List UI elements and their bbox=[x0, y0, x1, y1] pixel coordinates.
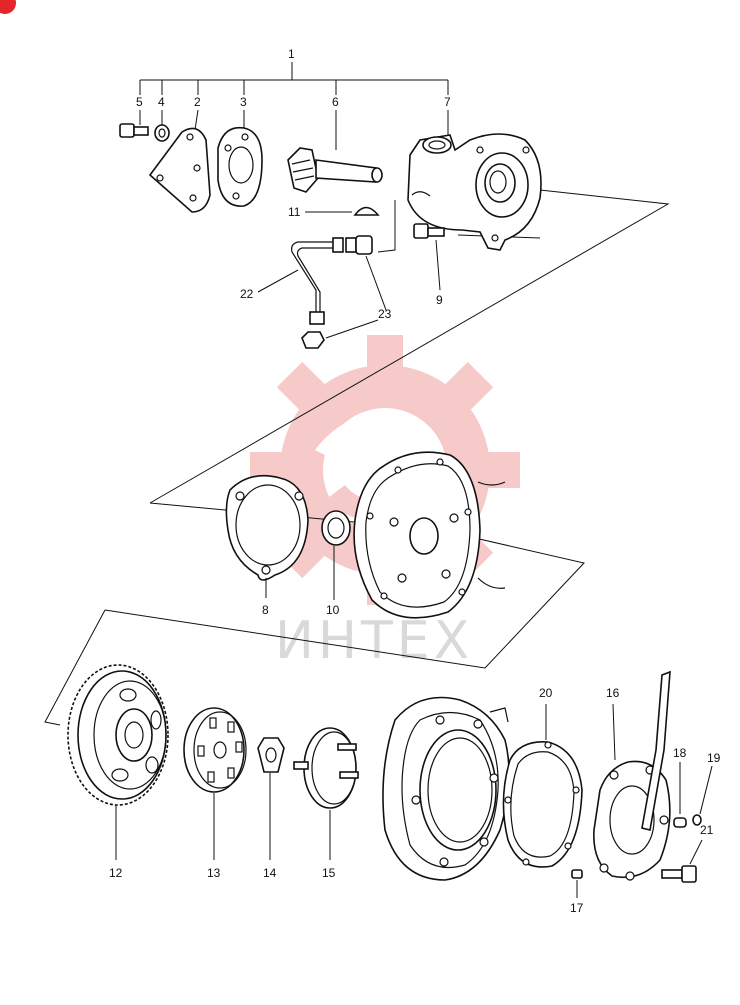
part-9-bolt bbox=[413, 223, 445, 291]
label-16: 16 bbox=[606, 686, 620, 700]
label-18: 18 bbox=[673, 746, 687, 760]
label-22: 22 bbox=[240, 287, 254, 301]
part-5-bolt bbox=[119, 123, 149, 138]
label-14: 14 bbox=[263, 866, 277, 880]
plane-outline-bottom bbox=[44, 609, 106, 726]
part-13-damper-disc bbox=[183, 707, 247, 860]
callout-labels: 1 2 3 4 5 6 7 8 9 10 11 12 13 14 15 16 1… bbox=[109, 47, 721, 915]
label-20: 20 bbox=[539, 686, 553, 700]
label-9: 9 bbox=[436, 293, 443, 307]
part-20-gasket bbox=[502, 704, 583, 868]
part-4-washer bbox=[154, 124, 170, 142]
label-1: 1 bbox=[288, 47, 295, 61]
part-19-o-ring bbox=[692, 765, 713, 826]
label-6: 6 bbox=[332, 95, 339, 109]
part-2-cover-plate bbox=[148, 127, 211, 213]
label-11: 11 bbox=[288, 205, 301, 219]
label-10: 10 bbox=[326, 603, 340, 617]
corner-badge bbox=[0, 0, 16, 14]
label-13: 13 bbox=[207, 866, 221, 880]
label-4: 4 bbox=[158, 95, 165, 109]
label-2: 2 bbox=[194, 95, 201, 109]
part-23-fittings bbox=[301, 235, 387, 349]
part-7-pump-housing bbox=[407, 133, 542, 251]
label-3: 3 bbox=[240, 95, 247, 109]
timing-cover-plate bbox=[353, 451, 506, 619]
part-14-nut bbox=[257, 737, 285, 860]
label-15: 15 bbox=[322, 866, 336, 880]
part-18-dowel bbox=[673, 762, 687, 828]
part-21-bolt bbox=[661, 839, 703, 883]
label-7: 7 bbox=[444, 95, 451, 109]
part-6-gear-shaft bbox=[287, 147, 383, 193]
part-3-gasket bbox=[217, 126, 263, 207]
label-12: 12 bbox=[109, 866, 123, 880]
label-21: 21 bbox=[700, 823, 714, 837]
part-22-oil-pipe bbox=[257, 237, 344, 325]
part-12-timing-gear bbox=[67, 664, 169, 860]
assembly-bracket bbox=[139, 62, 449, 150]
part-8-gasket bbox=[225, 474, 309, 598]
flywheel-housing bbox=[382, 696, 510, 881]
label-23: 23 bbox=[378, 307, 392, 321]
part-16-cover bbox=[593, 670, 671, 881]
label-19: 19 bbox=[707, 751, 721, 765]
part-17-pin bbox=[571, 869, 583, 898]
part-15-drive-plate bbox=[293, 727, 359, 860]
part-11-key bbox=[305, 206, 380, 216]
label-5: 5 bbox=[136, 95, 143, 109]
part-10-seal-ring bbox=[321, 510, 351, 600]
label-17: 17 bbox=[570, 901, 584, 915]
label-8: 8 bbox=[262, 603, 269, 617]
